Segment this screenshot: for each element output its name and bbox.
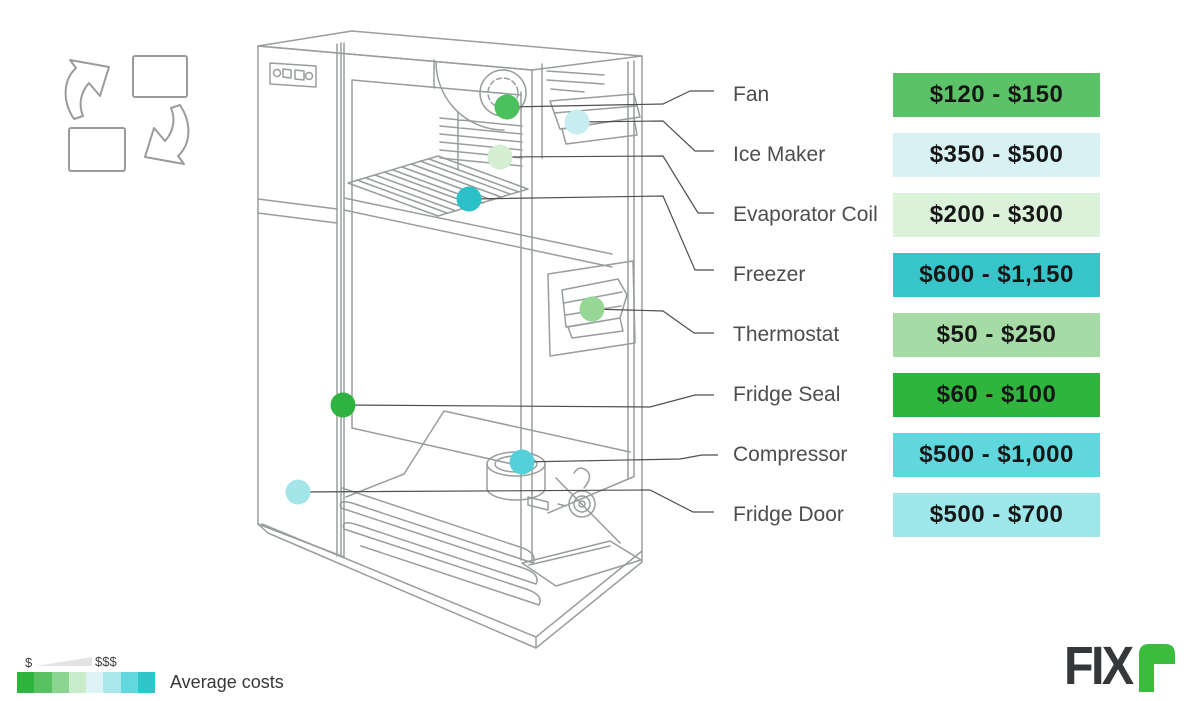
legend-swatch <box>137 672 155 693</box>
fridge-door-leader-line <box>297 489 714 513</box>
part-label-thermostat: Thermostat <box>733 323 840 346</box>
thermostat-dot <box>579 296 605 322</box>
price-box-compressor: $500 - $1,000 <box>893 433 1100 477</box>
legend-swatch <box>68 672 86 693</box>
fixr-logo-r-icon <box>1139 644 1176 692</box>
fridge-front-top-edge <box>257 45 533 71</box>
fridge-base <box>257 523 643 649</box>
compressor-leader-line <box>521 454 718 463</box>
price-box-thermostat: $50 - $250 <box>893 313 1100 357</box>
bay-opening <box>345 410 634 544</box>
legend-swatch <box>103 672 121 693</box>
door-edge-lines <box>336 42 345 558</box>
door-divider <box>257 198 338 224</box>
part-label-ice-maker: Ice Maker <box>733 143 826 166</box>
legend-swatch <box>51 672 69 693</box>
legend-swatch <box>120 672 138 693</box>
legend-color-scale <box>17 672 155 693</box>
legend-swatch <box>34 672 52 693</box>
freezer-opening-top <box>351 79 522 429</box>
evaporator-fins <box>439 111 523 171</box>
legend-high-label: $$$ <box>95 654 117 669</box>
ice-maker-leader-line <box>576 120 714 152</box>
drip-tray <box>521 540 642 587</box>
replace-rect-top <box>132 55 188 98</box>
fridge-inner-frame <box>520 60 635 561</box>
legend-caption: Average costs <box>170 672 284 692</box>
price-box-freezer: $600 - $1,150 <box>893 253 1100 297</box>
fixr-logo-text: FIX <box>1064 636 1134 696</box>
freezer-leader-line <box>468 195 714 271</box>
price-box-ice-maker: $350 - $500 <box>893 133 1100 177</box>
control-panel-knob-left <box>272 68 282 78</box>
price-value: $350 - $500 <box>929 141 1064 168</box>
freezer-dot <box>456 186 482 212</box>
freezer-divider-band <box>343 197 613 268</box>
part-label-fridge-seal: Fridge Seal <box>733 383 841 406</box>
evaporator-coil-dot <box>487 144 513 170</box>
ice-maker-compartment <box>541 63 605 159</box>
price-box-fan: $120 - $150 <box>893 73 1100 117</box>
price-value: $600 - $1,150 <box>919 261 1074 288</box>
cost-wedge-icon <box>36 657 92 666</box>
ice-maker-unit <box>549 93 641 145</box>
thermostat-leader-line <box>591 308 714 334</box>
swap-arrow-down-icon <box>144 104 190 165</box>
price-value: $120 - $150 <box>929 81 1064 108</box>
fan-dot <box>494 94 520 120</box>
part-label-evaporator-coil: Evaporator Coil <box>733 203 878 226</box>
price-box-fridge-door: $500 - $700 <box>893 493 1100 537</box>
price-value: $500 - $1,000 <box>919 441 1074 468</box>
leader-lines <box>297 90 718 513</box>
swap-arrow-up-icon <box>64 59 110 120</box>
ice-maker-dot <box>564 109 590 135</box>
fan-leader-line <box>506 90 714 108</box>
legend-swatch <box>86 672 104 693</box>
part-label-freezer: Freezer <box>733 263 806 286</box>
control-panel <box>269 62 317 88</box>
compressor-dot <box>509 449 535 475</box>
price-value: $200 - $300 <box>929 201 1064 228</box>
price-box-evaporator-coil: $200 - $300 <box>893 193 1100 237</box>
part-label-compressor: Compressor <box>733 443 848 466</box>
motor-pulley <box>557 467 596 518</box>
fridge-seal-leader-line <box>342 394 714 408</box>
price-value: $500 - $700 <box>929 501 1064 528</box>
price-value: $60 - $100 <box>936 381 1057 408</box>
freezer-shelf-slats <box>356 158 520 214</box>
legend-low-label: $ <box>25 655 33 670</box>
fridge-floor-edge <box>351 427 522 467</box>
part-label-fan: Fan <box>733 83 770 106</box>
price-box-fridge-seal: $60 - $100 <box>893 373 1100 417</box>
freezer-shelf-outline <box>347 155 529 217</box>
part-marker-dots <box>285 94 605 505</box>
fridge-door-dot <box>285 479 311 505</box>
replace-cycle-icon <box>64 55 190 172</box>
fridge-line-art <box>257 30 643 649</box>
fixr-logo: FIX <box>1064 636 1176 696</box>
thermostat-panel <box>547 260 636 357</box>
fan-housing-arc <box>433 59 505 131</box>
part-label-fridge-door: Fridge Door <box>733 503 844 526</box>
replace-rect-bottom <box>68 127 126 172</box>
fridge-seal-dot <box>330 392 356 418</box>
price-value: $50 - $250 <box>936 321 1057 348</box>
condenser-coils <box>339 487 541 606</box>
legend-swatch <box>17 672 35 693</box>
control-panel-knob-right <box>304 71 314 81</box>
evaporator-coil-leader-line <box>499 155 714 214</box>
